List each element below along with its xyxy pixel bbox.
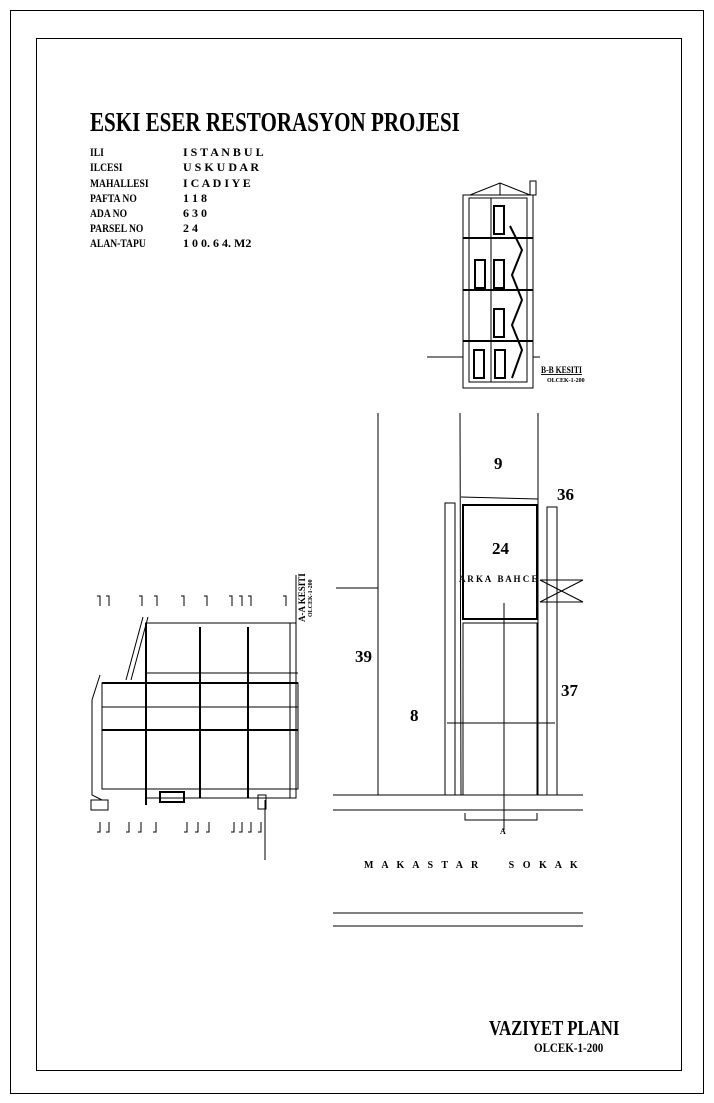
grid-marker (138, 822, 142, 833)
drawing-scale: OLCEK-1-200 (534, 1040, 603, 1055)
grid-marker (239, 595, 243, 606)
grid-marker (239, 822, 243, 833)
section-marker: A (500, 827, 506, 836)
info-value: I S T A N B U L (183, 145, 264, 159)
info-value: 1 1 8 (183, 191, 207, 205)
drawing-title: VAZIYET PLANI (489, 1017, 619, 1040)
grid-marker (153, 822, 157, 833)
parcel-9: 9 (494, 454, 503, 473)
info-table: ILI I S T A N B U L ILCESI U S K U D A R… (90, 145, 264, 250)
site-plan (333, 412, 584, 927)
section-aa-scale: OLCEK-1-200 (308, 579, 314, 617)
info-label: MAHALLESI (90, 177, 149, 190)
grid-marker (97, 595, 101, 606)
garden-label: A R K A B A H C E (459, 574, 538, 584)
grid-marker (231, 822, 235, 833)
parcel-37: 37 (561, 681, 579, 700)
section-bb-drawing (427, 180, 540, 389)
grid-marker (154, 595, 158, 606)
parcel-39: 39 (355, 647, 372, 666)
info-value: 2 4 (183, 221, 198, 235)
grid-marker (139, 595, 143, 606)
grid-marker (184, 822, 188, 833)
section-bb-label: B-B KESITI (541, 365, 582, 375)
section-bb-scale: OLCEK-1-200 (547, 378, 585, 384)
info-label: ADA NO (90, 207, 127, 220)
section-aa-drawing (90, 575, 299, 860)
outer-border (10, 10, 704, 1094)
section-aa-markers (97, 595, 287, 833)
grid-marker (97, 822, 101, 833)
grid-marker (248, 595, 252, 606)
grid-marker (106, 822, 110, 833)
grid-marker (126, 822, 130, 833)
info-label: ALAN-TAPU (90, 237, 146, 250)
info-value: I C A D I Y E (183, 176, 251, 190)
grid-marker (181, 595, 185, 606)
grid-marker (283, 595, 287, 606)
grid-marker (204, 595, 208, 606)
grid-marker (206, 822, 210, 833)
info-label: ILCESI (90, 161, 123, 174)
info-label: PARSEL NO (90, 222, 143, 235)
info-value: 6 3 0 (183, 206, 207, 220)
grid-marker (229, 595, 233, 606)
grid-marker (195, 822, 199, 833)
info-value: 1 0 0. 6 4. M2 (183, 236, 251, 250)
info-label: PAFTA NO (90, 192, 137, 205)
inner-border (36, 38, 682, 1071)
grid-marker (106, 595, 110, 606)
section-aa-label: A-A KESITI (297, 573, 307, 622)
street-label: M A K A S T A R S O K A K (364, 860, 581, 871)
info-label: ILI (90, 146, 104, 159)
parcel-24: 24 (492, 539, 510, 558)
grid-marker (248, 822, 252, 833)
info-value: U S K U D A R (183, 160, 259, 174)
parcel-36: 36 (557, 485, 574, 504)
project-title: ESKI ESER RESTORASYON PROJESI (90, 108, 460, 138)
grid-marker (258, 822, 262, 833)
parcel-8: 8 (410, 706, 419, 725)
